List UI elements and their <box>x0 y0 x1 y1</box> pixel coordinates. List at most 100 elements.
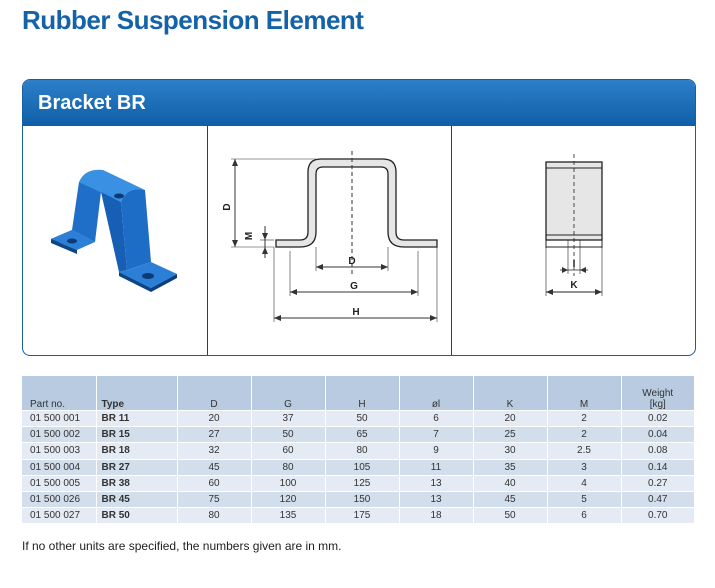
cell-weight: 0.47 <box>620 490 694 508</box>
cell-weight: 0.27 <box>620 474 694 492</box>
cell-D: 27 <box>176 426 251 443</box>
weight-header-line1: Weight <box>642 388 674 399</box>
cell-H: 175 <box>324 507 399 524</box>
cell-type: BR 27 <box>95 458 177 476</box>
cell-part-no: 01 500 026 <box>22 490 96 508</box>
cell-K: 40 <box>472 474 547 492</box>
col-header-g: G <box>250 376 325 411</box>
cell-type: BR 38 <box>95 474 177 492</box>
cell-M: 2 <box>546 409 621 427</box>
bracket-image <box>51 169 177 292</box>
cell-weight: 0.70 <box>620 507 694 524</box>
label-m: M <box>244 232 255 240</box>
cell-D: 45 <box>176 458 251 476</box>
cell-M: 5 <box>546 490 621 508</box>
cell-H: 80 <box>324 442 399 460</box>
table-header-row: Part no. Type D G H øl K M Weight [kg] <box>22 376 694 411</box>
cell-type: BR 50 <box>95 507 177 524</box>
cell-D: 80 <box>176 507 251 524</box>
label-k: K <box>570 280 578 291</box>
panel-divider <box>451 126 452 355</box>
cell-H: 65 <box>324 426 399 443</box>
weight-header-line2: [kg] <box>649 399 666 410</box>
cell-D: 60 <box>176 474 251 492</box>
label-i: I <box>573 259 576 270</box>
cell-H: 150 <box>324 490 399 508</box>
cell-ol: 13 <box>398 490 473 508</box>
cell-H: 105 <box>324 458 399 476</box>
col-header-m: M <box>546 376 621 411</box>
col-header-k: K <box>472 376 547 411</box>
cell-M: 2.5 <box>546 442 621 460</box>
cell-weight: 0.14 <box>620 458 694 476</box>
cell-part-no: 01 500 005 <box>22 474 96 492</box>
cell-ol: 7 <box>398 426 473 443</box>
bracket-front-drawing: D M D G H <box>222 151 438 322</box>
cell-ol: 9 <box>398 442 473 460</box>
cell-K: 25 <box>472 426 547 443</box>
product-panel: Bracket BR <box>22 79 696 356</box>
cell-type: BR 15 <box>95 426 177 443</box>
panel-heading: Bracket BR <box>23 80 695 126</box>
cell-G: 80 <box>250 458 325 476</box>
cell-weight: 0.08 <box>620 442 694 460</box>
cell-part-no: 01 500 003 <box>22 442 96 460</box>
cell-G: 100 <box>250 474 325 492</box>
panel-body: D M D G H <box>23 126 695 355</box>
page-title: Rubber Suspension Element <box>22 5 364 35</box>
cell-G: 120 <box>250 490 325 508</box>
units-footnote: If no other units are specified, the num… <box>22 539 342 553</box>
cell-G: 60 <box>250 442 325 460</box>
label-g: G <box>350 281 358 292</box>
cell-part-no: 01 500 001 <box>22 409 96 427</box>
label-h: H <box>352 307 359 318</box>
label-d-inner: D <box>348 256 355 267</box>
cell-D: 20 <box>176 409 251 427</box>
cell-D: 32 <box>176 442 251 460</box>
cell-H: 50 <box>324 409 399 427</box>
col-header-ol: øl <box>398 376 473 411</box>
specification-table: Part no. Type D G H øl K M Weight [kg] 0… <box>22 376 694 524</box>
cell-type: BR 18 <box>95 442 177 460</box>
cell-ol: 11 <box>398 458 473 476</box>
cell-G: 135 <box>250 507 325 524</box>
cell-ol: 13 <box>398 474 473 492</box>
cell-part-no: 01 500 004 <box>22 458 96 476</box>
col-header-part-no: Part no. <box>22 376 96 411</box>
col-header-type: Type <box>95 376 177 411</box>
cell-M: 4 <box>546 474 621 492</box>
col-header-d: D <box>176 376 251 411</box>
panel-divider <box>207 126 208 355</box>
cell-G: 50 <box>250 426 325 443</box>
cell-type: BR 45 <box>95 490 177 508</box>
cell-K: 20 <box>472 409 547 427</box>
cell-weight: 0.04 <box>620 426 694 443</box>
cell-K: 30 <box>472 442 547 460</box>
cell-part-no: 01 500 002 <box>22 426 96 443</box>
cell-ol: 18 <box>398 507 473 524</box>
label-d: D <box>222 203 233 210</box>
cell-weight: 0.02 <box>620 409 694 427</box>
cell-type: BR 11 <box>95 409 177 427</box>
cell-ol: 6 <box>398 409 473 427</box>
cell-K: 35 <box>472 458 547 476</box>
cell-D: 75 <box>176 490 251 508</box>
col-header-h: H <box>324 376 399 411</box>
cell-part-no: 01 500 027 <box>22 507 96 524</box>
cell-H: 125 <box>324 474 399 492</box>
cell-M: 3 <box>546 458 621 476</box>
cell-M: 6 <box>546 507 621 524</box>
col-header-weight: Weight [kg] <box>620 376 694 411</box>
bracket-side-drawing: I K <box>545 154 603 296</box>
cell-G: 37 <box>250 409 325 427</box>
cell-K: 45 <box>472 490 547 508</box>
cell-M: 2 <box>546 426 621 443</box>
cell-K: 50 <box>472 507 547 524</box>
